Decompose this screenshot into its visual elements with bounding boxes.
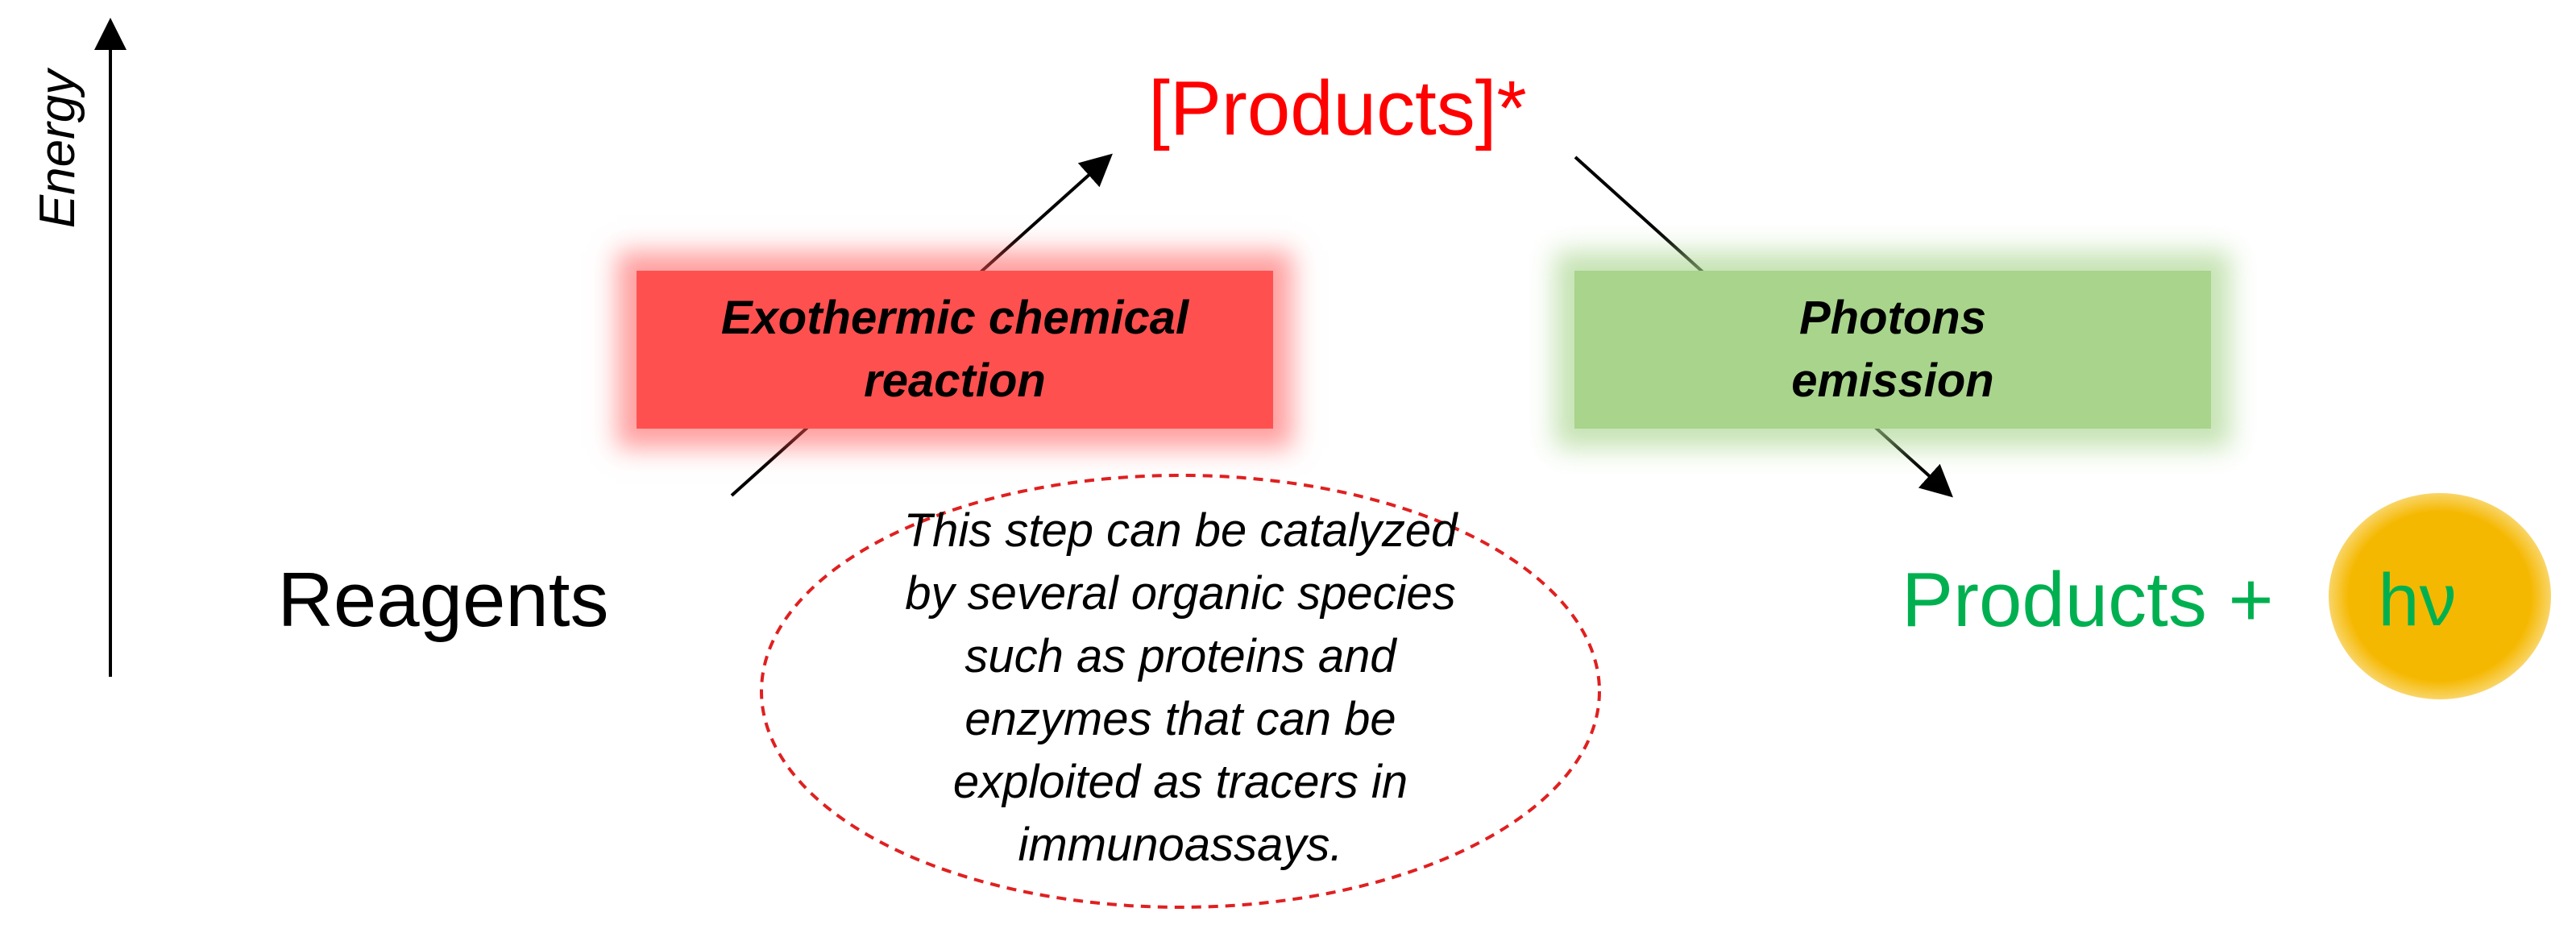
- excited-products-label: [Products]*: [1148, 65, 1527, 151]
- exothermic-reaction-label: Exothermic chemical reaction: [720, 292, 1189, 407]
- final-products-label: Products +: [1902, 557, 2274, 643]
- catalysis-note-text: This step can be catalyzed by several or…: [903, 504, 1458, 871]
- photons-emission-box: Photons emission: [1574, 271, 2211, 429]
- catalysis-note-ellipse: [760, 474, 1601, 909]
- photon-glow-icon: [2329, 493, 2551, 699]
- energy-axis-label: Energy: [30, 69, 85, 229]
- photons-emission-label: Photons emission: [1791, 292, 1994, 407]
- reagents-label: Reagents: [277, 557, 609, 643]
- photon-symbol: hν: [2378, 559, 2457, 641]
- exothermic-reaction-box: Exothermic chemical reaction: [637, 271, 1273, 429]
